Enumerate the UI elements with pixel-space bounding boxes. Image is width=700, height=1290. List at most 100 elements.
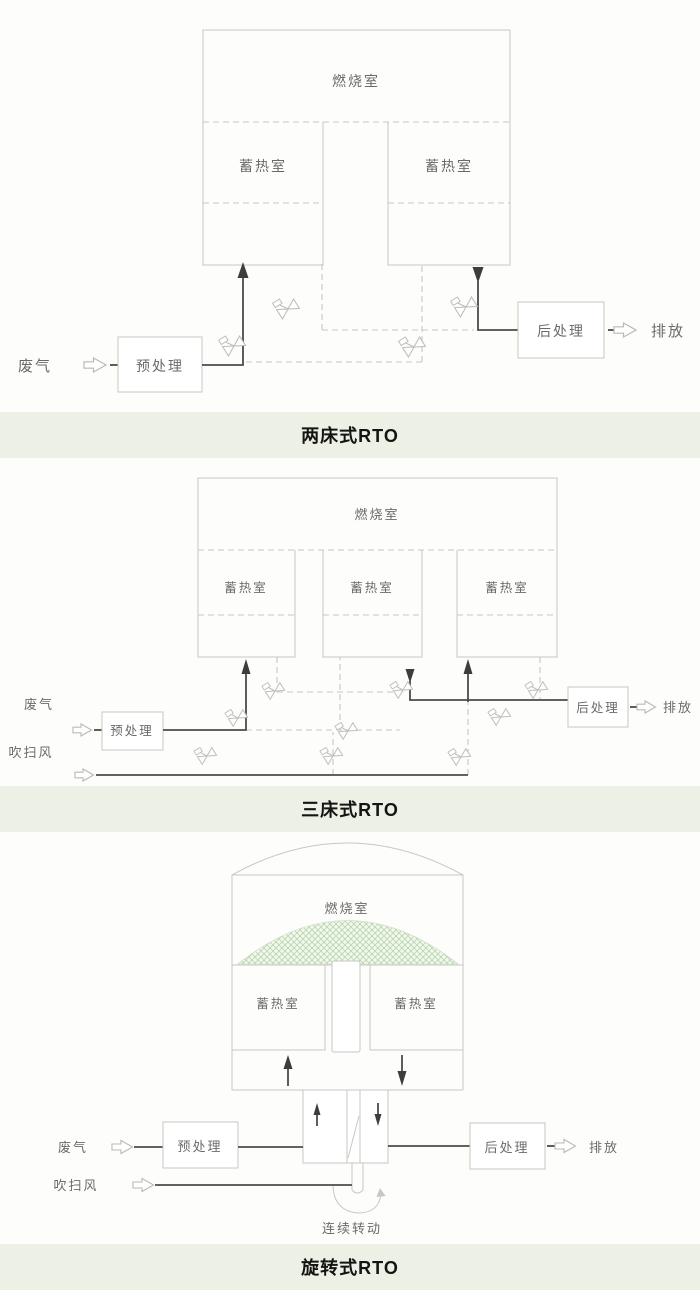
valve-icon [319, 741, 344, 765]
inlet-label: 废气 [18, 358, 52, 375]
combustion-chamber-label: 燃烧室 [324, 901, 369, 916]
down-arrowhead [397, 1071, 407, 1086]
flow-arrow-icon [554, 1138, 577, 1154]
valve-icon [272, 292, 300, 320]
inlet-label: 废气 [24, 697, 54, 712]
posttreatment-box [517, 301, 605, 359]
up-arrowhead [237, 262, 249, 278]
valve-icon [447, 742, 472, 766]
inlet-line [202, 277, 244, 366]
valve-icon [398, 330, 426, 358]
combustion-chamber-label: 燃烧室 [332, 73, 380, 90]
combustion-chamber-box [202, 29, 511, 122]
combustion-chamber-box [197, 477, 558, 550]
valve-icon [193, 741, 218, 765]
outlet-label: 排放 [651, 323, 685, 340]
flow-arrow-icon [72, 723, 93, 737]
regenerator-2-box [322, 550, 423, 658]
flow-arrow-icon [74, 768, 95, 782]
posttreatment-label: 后处理 [576, 701, 620, 715]
regenerator-3: 蓄热室 [456, 550, 558, 658]
combustion-chamber-label: 燃烧室 [354, 507, 399, 522]
regenerator-left: 蓄热室 [202, 122, 324, 266]
rotary-rto-caption-bar: 旋转式RTO [0, 1244, 700, 1290]
shaft-bottom-curve [351, 1189, 364, 1194]
posttreatment-label: 后处理 [484, 1140, 529, 1155]
purge-label: 吹扫风 [53, 1178, 98, 1193]
two-bed-rto-panel: 燃烧室 蓄热室 蓄热室 废气 [0, 0, 700, 412]
regenerator-right: 蓄热室 [387, 122, 511, 266]
inlet-flow: 废气 预处理 [18, 262, 249, 393]
posttreatment-box [469, 1122, 546, 1170]
pretreatment-label: 预处理 [110, 724, 154, 738]
regenerator-1: 蓄热室 [197, 550, 296, 658]
three-bed-rto-caption: 三床式RTO [301, 800, 399, 820]
purge-label: 吹扫风 [8, 745, 53, 760]
rotary-distributor: 连续转动 [302, 1089, 389, 1236]
outlet-flow: 后处理 排放 [388, 1122, 619, 1170]
flow-arrow-icon [636, 700, 657, 714]
regenerator-3-box [456, 550, 558, 658]
flow-arrow-icon [111, 1139, 134, 1155]
pretreatment-box [117, 336, 203, 393]
up-arrowhead [313, 1103, 321, 1115]
outlet-flow: 后处理 排放 [472, 267, 685, 359]
up-arrowhead [283, 1055, 293, 1069]
inlet-line [163, 673, 247, 731]
regenerator-2-label: 蓄热室 [350, 580, 394, 595]
down-arrowhead [374, 1114, 382, 1126]
valve-icon [334, 716, 359, 740]
pretreatment-label: 预处理 [177, 1139, 222, 1154]
down-arrowhead [472, 267, 484, 283]
regenerator-right-label: 蓄热室 [394, 996, 438, 1011]
valves [193, 675, 549, 766]
rotation-arrowhead [376, 1188, 386, 1197]
up-arrowhead [241, 659, 251, 674]
purge-flow: 吹扫风 [53, 1177, 352, 1193]
three-bed-rto-diagram: 燃烧室 蓄热室 蓄热室 蓄热室 [8, 477, 691, 782]
regenerator-left-label: 蓄热室 [239, 158, 287, 175]
three-bed-rto-panel: 燃烧室 蓄热室 蓄热室 蓄热室 [0, 458, 700, 786]
regenerator-left-label: 蓄热室 [256, 996, 300, 1011]
posttreatment-label: 后处理 [537, 324, 585, 340]
regenerator-1-box [197, 550, 296, 658]
regenerator-left: 蓄热室 [231, 964, 326, 1051]
rotary-shaft-upper [331, 960, 361, 1053]
dome-arc [231, 842, 464, 876]
regenerator-1-label: 蓄热室 [224, 580, 268, 595]
rotation-label: 连续转动 [322, 1221, 382, 1236]
purge-flow: 吹扫风 [8, 659, 473, 782]
regenerator-right-box [369, 964, 464, 1051]
down-arrowhead [405, 669, 415, 683]
regenerator-3-label: 蓄热室 [485, 580, 529, 595]
rotary-distributor-box [302, 1089, 389, 1164]
rotary-rto-panel: 燃烧室 蓄热室 蓄热室 [0, 832, 700, 1244]
valve-icon [261, 676, 286, 700]
outlet-line [477, 281, 518, 331]
valve-icon [450, 290, 478, 318]
valves [218, 290, 478, 358]
pretreatment-box [162, 1121, 239, 1169]
posttreatment-box [567, 686, 629, 728]
inactive-flow-paths [246, 264, 474, 363]
inlet-label: 废气 [58, 1140, 88, 1155]
two-bed-rto-caption-bar: 两床式RTO [0, 412, 700, 458]
outlet-label: 排放 [589, 1140, 619, 1155]
regenerator-right-label: 蓄热室 [425, 158, 473, 175]
valve-icon [218, 329, 246, 357]
rotary-rto-caption: 旋转式RTO [301, 1258, 399, 1278]
combustion-chamber: 燃烧室 [202, 29, 511, 123]
pretreatment-box [101, 711, 164, 751]
shaft-diagonal [347, 1115, 360, 1159]
valve-icon [224, 703, 249, 727]
inlet-flow: 废气 预处理 [58, 1121, 303, 1169]
flow-arrow-icon [132, 1177, 155, 1193]
outlet-flow: 后处理 排放 [405, 669, 691, 728]
regenerator-left-box [202, 122, 324, 266]
three-bed-rto-caption-bar: 三床式RTO [0, 786, 700, 832]
valve-icon [524, 675, 549, 699]
combustion-chamber: 燃烧室 [197, 477, 558, 551]
pretreatment-label: 预处理 [136, 359, 184, 375]
rotation-arc-icon [332, 1185, 382, 1214]
